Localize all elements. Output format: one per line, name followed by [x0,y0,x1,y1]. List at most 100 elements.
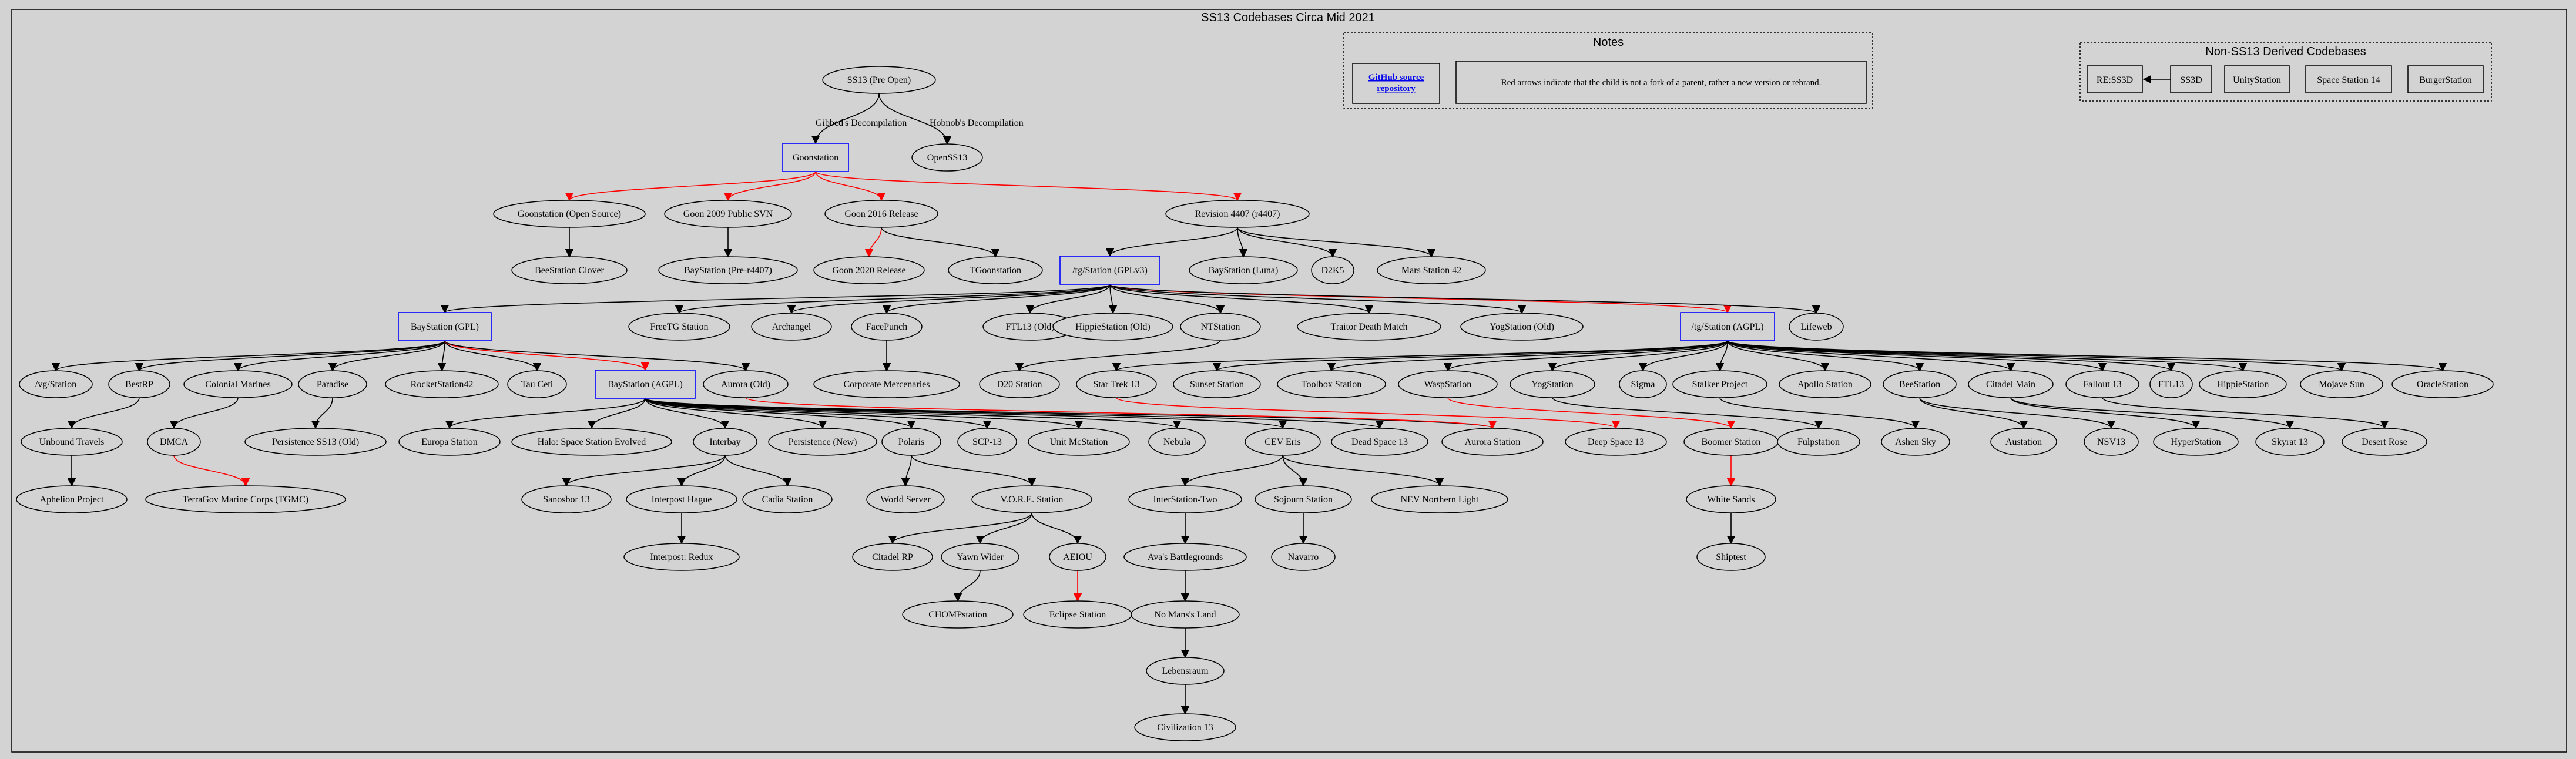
node-chomp: CHOMPstation [902,600,1014,629]
node-label: D2K5 [1321,266,1344,276]
node-desertrose: Desert Rose [2342,428,2427,456]
edge-ss13-goon [811,93,880,145]
node-ellipse [742,485,833,513]
node-label: OracleStation [2417,380,2468,389]
node-cadia: Cadia Station [742,485,833,513]
node-nsv13: NSV13 [2084,428,2139,456]
node-bay_agpl: BayStation (AGPL) [595,370,696,399]
edge-tg_agpl-fallout13 [1727,340,2107,372]
edge-tg_gpl-hippie_old [1108,284,1118,314]
node-label: BeeStation Clover [535,266,604,276]
node-label: Ava's Battlegrounds [1148,552,1223,562]
node-stalker: Stalker Project [1672,370,1767,398]
node-label: Desert Rose [2362,437,2407,447]
node-ellipse [626,485,737,513]
node-label: Fulpstation [1797,437,1840,447]
node-label: InterStation-Two [1153,495,1217,505]
node-europa: Europa Station [398,428,501,456]
node-shiptest: Shiptest [1696,543,1766,571]
node-label: Aurora (Old) [721,380,770,389]
node-ellipse [385,370,499,398]
edge-ntstation-d20 [1015,340,1221,372]
edge-yogstation-fulpstation [1552,397,1823,429]
node-ellipse [628,313,730,341]
node-ellipse [1565,428,1667,456]
node-label: Paradise [317,380,348,389]
node-vore: V.O.R.E. Station [971,485,1092,513]
node-label: Navarro [1288,552,1319,562]
node-ellipse [1189,256,1298,284]
edge-tg_gpl-tg_agpl [1109,284,1732,314]
node-label: Interbay [709,437,740,447]
node-ellipse [2199,370,2287,398]
edge-bestrp-unbound [67,397,140,429]
node-aurora: Aurora Station [1441,428,1544,456]
node-ellipse [1371,485,1508,513]
node-yogstation: YogStation [1510,370,1595,398]
node-label: BeeStation [1899,380,1940,389]
edge-tg_gpl-freetg [675,284,1111,314]
edge-tg_agpl-beestation [1727,340,1924,372]
node-ellipse [866,485,945,513]
edge-vore-yawn [975,512,1032,545]
node-ellipse [693,428,757,456]
edge-goon-goon_os [565,171,816,201]
node-goon: Goonstation [782,143,849,172]
node-ntstation: NTStation [1180,313,1261,341]
edge-startrek-deepspace [1116,397,1620,429]
node-ss13: SS13 (Pre Open) [822,66,936,94]
node-label: NSV13 [2097,437,2125,447]
node-facepunch: FacePunch [851,313,923,341]
node-label: Star Trek 13 [1093,380,1139,389]
node-label: Boomer Station [1702,437,1761,447]
node-label: Aurora Station [1465,437,1521,447]
node-aurora_old: Aurora (Old) [703,370,789,398]
edge-polaris-vore [911,455,1037,487]
node-label: D20 Station [997,380,1042,389]
node-label: NEV Northern Light [1400,495,1479,505]
node-ellipse [19,370,93,398]
edge-bay_gpl-bestrp [135,340,445,372]
node-ellipse [1255,485,1352,513]
edge-r4407-d2k5 [1237,227,1337,258]
node-ellipse [1777,428,1860,456]
node-label: Traitor Death Match [1331,322,1408,332]
edge-beestation-nsv13 [1919,397,2116,429]
node-sigma: Sigma [1619,370,1667,398]
node-unbound: Unbound Travels [21,428,123,456]
node-label: Apollo Station [1797,380,1853,389]
node-ellipse [1968,370,2054,398]
node-eclipse: Eclipse Station [1023,600,1132,629]
node-label: White Sands [1707,495,1755,505]
node-ellipse [851,313,923,341]
github-link-line2[interactable]: repository [1377,84,1416,93]
node-ellipse [2300,370,2383,398]
edge-dmca-tgmc [173,455,250,487]
node-fulpstation: Fulpstation [1777,428,1860,456]
edge-tg_gpl-facepunch [883,284,1111,314]
edge-bay_agpl-persist_new [645,398,827,429]
node-label: Stalker Project [1692,380,1748,389]
edge-bay_gpl-aurora_old [444,340,750,372]
node-label: Sigma [1631,380,1655,389]
github-link[interactable]: GitHub source [1368,73,1424,82]
edge-tg_agpl-oracle [1727,340,2447,372]
node-mojave: Mojave Sun [2300,370,2383,398]
node-goon_os: Goonstation (Open Source) [493,200,646,228]
edge-stalker-ashensky [1719,397,1920,429]
edge-citadel-hyper [2010,397,2201,429]
node-label: V.O.R.E. Station [1001,495,1064,505]
edge-interbay-cadia [724,455,792,487]
node-tg_agpl: /tg/Station (AGPL) [1680,312,1775,341]
node-label: Archangel [772,322,811,332]
node-waspstation: WaspStation [1398,370,1498,398]
edge-goon2016-goon2020 [864,227,882,258]
node-ellipse [244,428,387,456]
node-label: BayStation (GPL) [411,322,479,332]
node-cev: CEV Eris [1245,428,1321,456]
edge-tg_agpl-toolbox [1327,340,1728,372]
node-paradise: Paradise [298,370,367,398]
node-navarro: Navarro [1271,543,1336,571]
node-label: /tg/Station (AGPL) [1691,322,1763,332]
edge-tg_agpl-mojave [1727,340,2346,372]
